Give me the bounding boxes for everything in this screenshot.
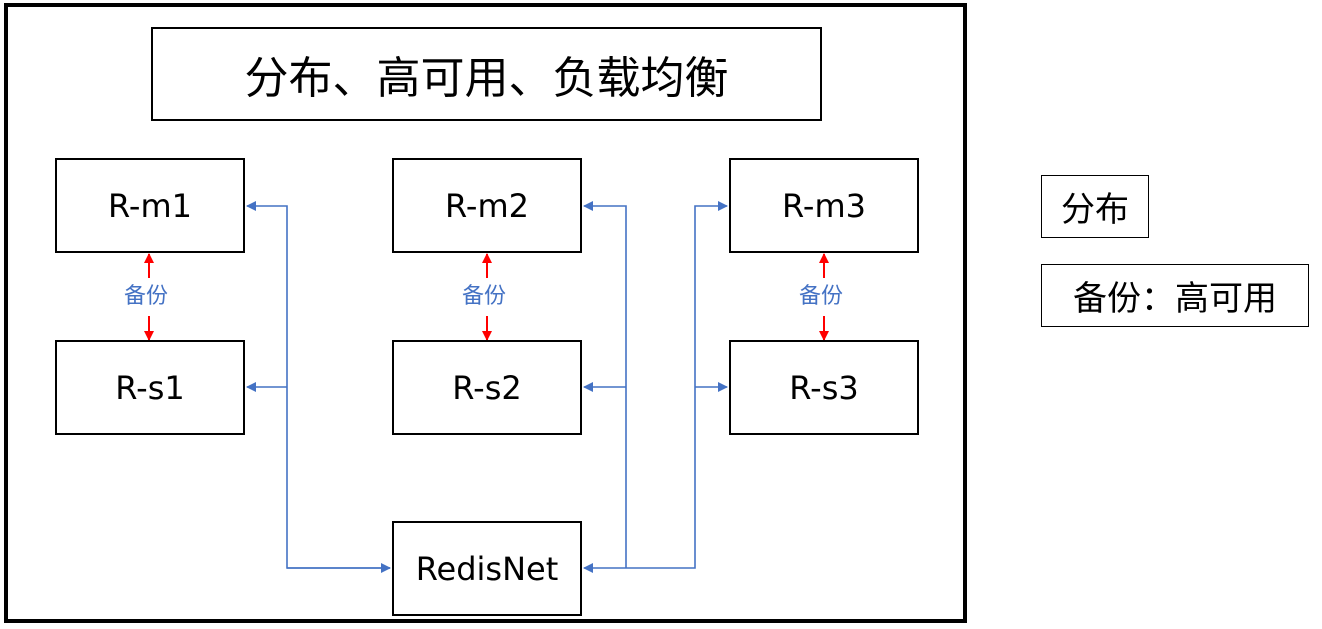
connector-net-to-col1 [246,201,391,573]
node-r-s2: R-s2 [392,340,582,435]
backup-label-3: 备份 [797,284,846,309]
connector-net-to-col3 [626,201,728,569]
diagram-frame [4,3,967,623]
node-r-m1: R-m1 [55,158,245,253]
node-r-s3: R-s3 [729,340,919,435]
node-r-s1: R-s1 [55,340,245,435]
legend-distribution: 分布 [1041,175,1149,238]
node-r-m2: R-m2 [392,158,582,253]
backup-label-2: 备份 [460,284,509,309]
diagram-title: 分布、高可用、负载均衡 [151,27,822,121]
node-r-m3: R-m3 [729,158,919,253]
connector-net-to-col2 [583,201,627,573]
backup-label-1: 备份 [122,284,171,309]
legend-backup-ha: 备份：高可用 [1041,264,1309,327]
node-redisnet: RedisNet [392,521,582,616]
